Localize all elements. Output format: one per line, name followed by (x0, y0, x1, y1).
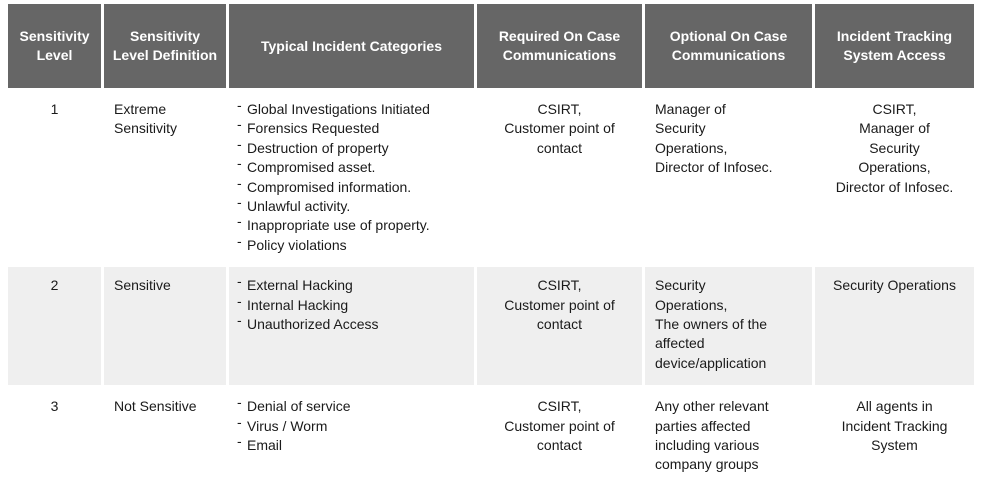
incident-category-item: Virus / Worm (237, 413, 466, 436)
incident-categories-list: Denial of serviceVirus / WormEmail (237, 393, 466, 455)
cell-sensitivity-level: 1 (50, 101, 59, 117)
incident-category-item: Email (237, 432, 466, 455)
cell-incident-categories: External HackingInternal HackingUnauthor… (229, 267, 474, 386)
table-row: 1 Extreme Sensitivity Global Investigati… (8, 91, 974, 264)
incident-category-item: Denial of service (237, 393, 466, 416)
incident-category-item: Inappropriate use of property. (237, 212, 466, 235)
incident-category-item: Forensics Requested (237, 115, 466, 138)
incident-categories-list: Global Investigations InitiatedForensics… (237, 96, 466, 255)
incident-category-item: Global Investigations Initiated (237, 96, 466, 119)
incident-category-item: Internal Hacking (237, 292, 466, 315)
col-header-typical-incident-categories: Typical Incident Categories (229, 4, 474, 88)
col-header-required-on-case-communications: Required On Case Communications (477, 4, 642, 88)
col-header-sensitivity-level: Sensitivity Level (8, 4, 101, 88)
cell-optional-communications: Any other relevant parties affected incl… (655, 398, 769, 473)
table-row: 3 Not Sensitive Denial of serviceVirus /… (8, 388, 974, 484)
sensitivity-classification-table: Sensitivity Level Sensitivity Level Defi… (5, 1, 977, 487)
incident-category-item: Destruction of property (237, 135, 466, 158)
header-row: Sensitivity Level Sensitivity Level Defi… (8, 4, 974, 88)
incident-category-item: Compromised asset. (237, 154, 466, 177)
cell-sensitivity-level-definition: Not Sensitive (114, 398, 197, 415)
cell-sensitivity-level-definition: Extreme Sensitivity (114, 101, 178, 137)
cell-sensitivity-level: 2 (8, 267, 101, 386)
cell-incident-categories: Global Investigations InitiatedForensics… (229, 91, 474, 264)
cell-required-communications: CSIRT, Customer point of contact (477, 267, 642, 386)
cell-sensitivity-level-definition: Sensitive (104, 267, 226, 386)
col-header-incident-tracking-system-access: Incident Tracking System Access (815, 4, 974, 88)
col-header-optional-on-case-communications: Optional On Case Communications (645, 4, 812, 88)
incident-category-item: Policy violations (237, 232, 466, 255)
cell-incident-categories: Denial of serviceVirus / WormEmail (229, 388, 474, 484)
cell-tracking-access: All agents in Incident Tracking System (841, 398, 948, 454)
cell-required-communications: CSIRT, Customer point of contact (504, 398, 615, 454)
incident-category-item: Unauthorized Access (237, 311, 466, 334)
cell-tracking-access: Security Operations (815, 267, 974, 386)
incident-category-item: Compromised information. (237, 174, 466, 197)
table-row: 2 Sensitive External HackingInternal Hac… (8, 267, 974, 386)
incident-category-item: Unlawful activity. (237, 193, 466, 216)
cell-optional-communications: Security Operations, The owners of the a… (645, 267, 812, 386)
cell-required-communications: CSIRT, Customer point of contact (504, 101, 615, 156)
incident-categories-list: External HackingInternal HackingUnauthor… (237, 272, 466, 334)
incident-category-item: External Hacking (237, 272, 466, 295)
col-header-sensitivity-level-definition: Sensitivity Level Definition (104, 4, 226, 88)
cell-tracking-access: CSIRT, Manager of Security Operations, D… (835, 101, 954, 195)
cell-sensitivity-level: 3 (50, 398, 59, 415)
cell-optional-communications: Manager of Security Operations, Director… (655, 101, 773, 176)
